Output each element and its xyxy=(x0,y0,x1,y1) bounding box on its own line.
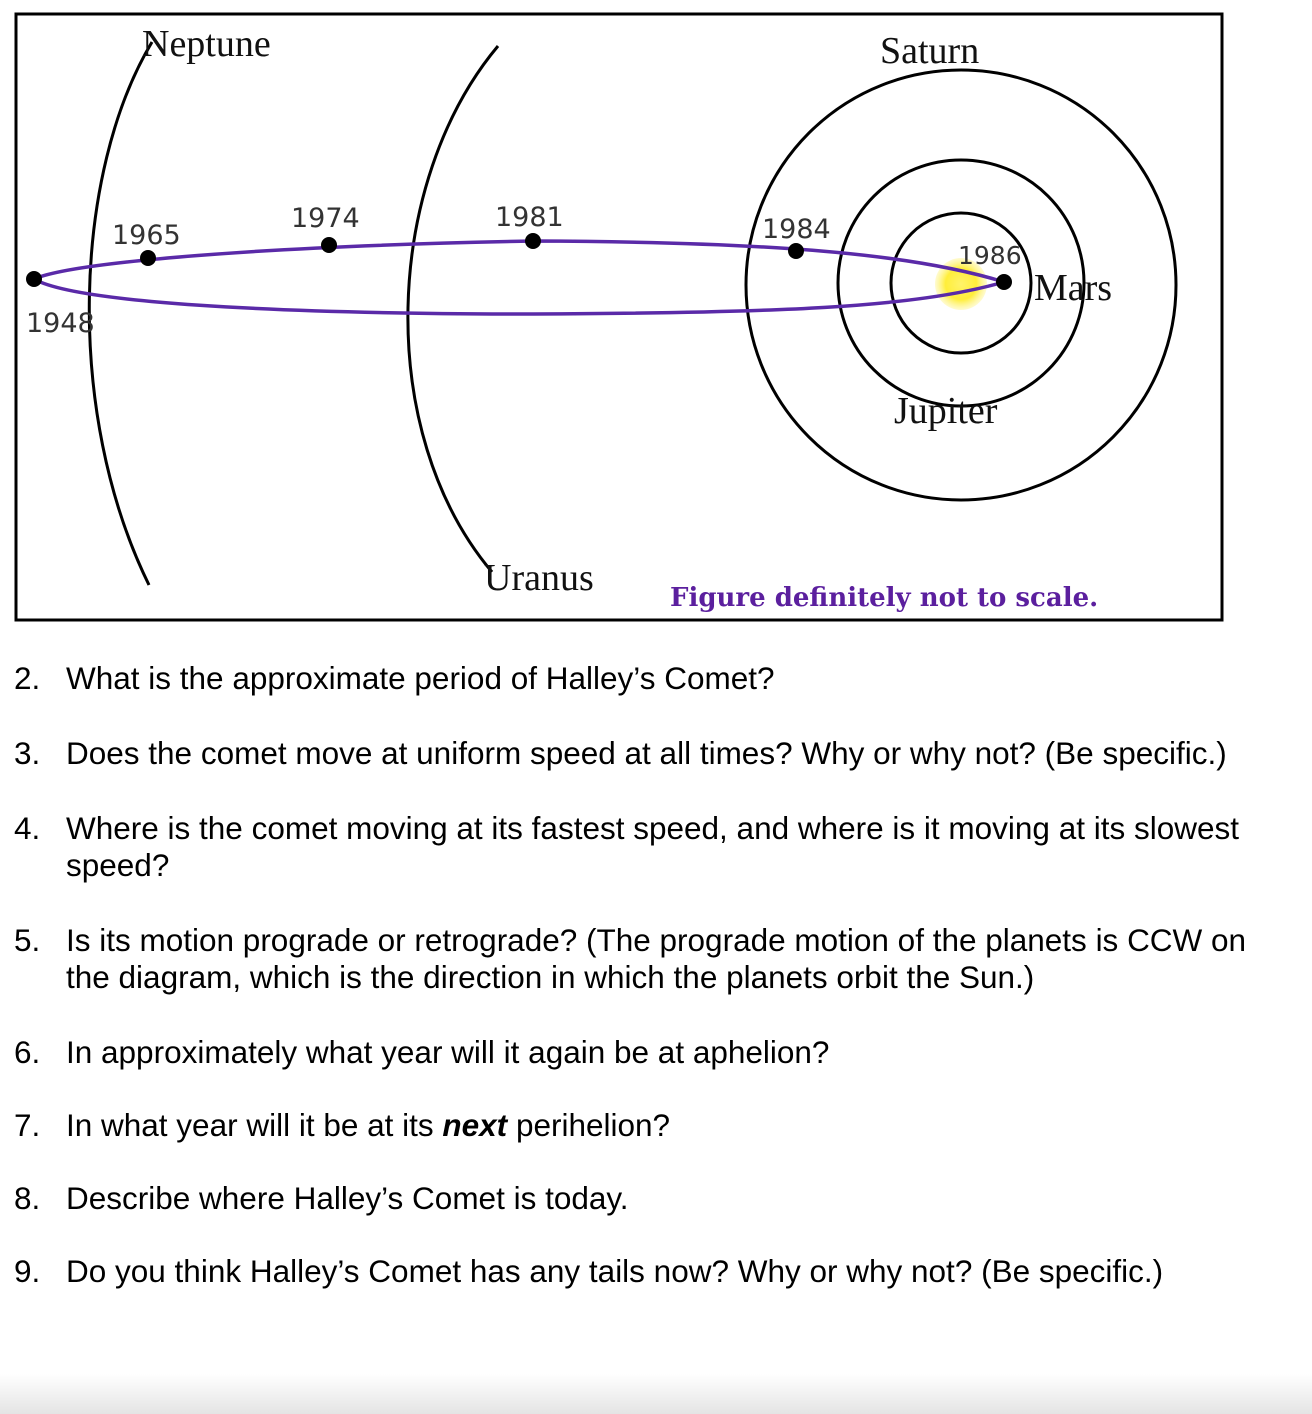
question-4: 4. Where is the comet moving at its fast… xyxy=(14,810,1254,884)
bottom-fade xyxy=(0,1374,1312,1414)
figure-frame xyxy=(14,12,1224,622)
question-number: 7. xyxy=(14,1107,41,1143)
year-label-1984: 1984 xyxy=(762,214,831,245)
question-3: 3. Does the comet move at uniform speed … xyxy=(14,735,1254,772)
comet-1986-dot xyxy=(996,274,1012,290)
question-text: Is its motion prograde or retrograde? (T… xyxy=(66,922,1247,995)
question-number: 9. xyxy=(14,1253,41,1289)
mars-orbit xyxy=(889,211,1033,355)
uranus-orbit xyxy=(406,45,500,573)
question-text: What is the approximate period of Halley… xyxy=(66,660,775,696)
year-label-1981: 1981 xyxy=(495,202,564,233)
comet-1981-dot xyxy=(525,233,541,249)
question-text: Do you think Halley’s Comet has any tail… xyxy=(66,1253,1164,1289)
year-label-1986: 1986 xyxy=(958,241,1022,270)
question-text: In approximately what year will it again… xyxy=(66,1034,830,1070)
year-label-1948: 1948 xyxy=(26,308,95,339)
comet-1948-dot xyxy=(26,271,42,287)
question-8: 8. Describe where Halley’s Comet is toda… xyxy=(14,1180,1254,1217)
question-text: Where is the comet moving at its fastest… xyxy=(66,810,1240,883)
planet-label-neptune: Neptune xyxy=(142,23,271,65)
question-text: Describe where Halley’s Comet is today. xyxy=(66,1180,629,1216)
scale-note: Figure definitely not to scale. xyxy=(670,583,1098,613)
question-6: 6. In approximately what year will it ag… xyxy=(14,1034,1254,1071)
question-2: 2. What is the approximate period of Hal… xyxy=(14,660,1254,697)
saturn-orbit xyxy=(744,68,1178,502)
planet-label-uranus: Uranus xyxy=(484,557,594,599)
comet-1974-dot xyxy=(321,237,337,253)
question-5: 5. Is its motion prograde or retrograde?… xyxy=(14,922,1254,996)
planet-label-saturn: Saturn xyxy=(880,30,979,72)
question-7: 7. In what year will it be at its next p… xyxy=(14,1107,1254,1144)
question-list: 2. What is the approximate period of Hal… xyxy=(14,660,1254,1290)
comet-1965-dot xyxy=(140,250,156,266)
question-number: 8. xyxy=(14,1180,41,1216)
question-text-emphasis: next xyxy=(442,1107,508,1143)
question-text-post: perihelion? xyxy=(507,1107,671,1143)
question-number: 5. xyxy=(14,922,41,958)
question-text: Does the comet move at uniform speed at … xyxy=(66,735,1227,771)
comet-orbit-figure: 1948 1965 1974 1981 1984 1986 Neptune Sa… xyxy=(14,12,1224,622)
question-number: 6. xyxy=(14,1034,41,1070)
sun xyxy=(935,258,987,310)
question-number: 4. xyxy=(14,810,41,846)
jupiter-orbit xyxy=(836,158,1086,408)
question-number: 2. xyxy=(14,660,41,696)
year-label-1965: 1965 xyxy=(112,220,181,251)
comet-1984-dot xyxy=(788,243,804,259)
question-number: 3. xyxy=(14,735,41,771)
planet-label-jupiter: Jupiter xyxy=(894,390,998,432)
year-label-1974: 1974 xyxy=(291,203,360,234)
question-9: 9. Do you think Halley’s Comet has any t… xyxy=(14,1253,1254,1290)
question-text-pre: In what year will it be at its xyxy=(66,1107,443,1143)
planet-label-mars: Mars xyxy=(1034,267,1112,309)
neptune-orbit xyxy=(87,41,154,586)
